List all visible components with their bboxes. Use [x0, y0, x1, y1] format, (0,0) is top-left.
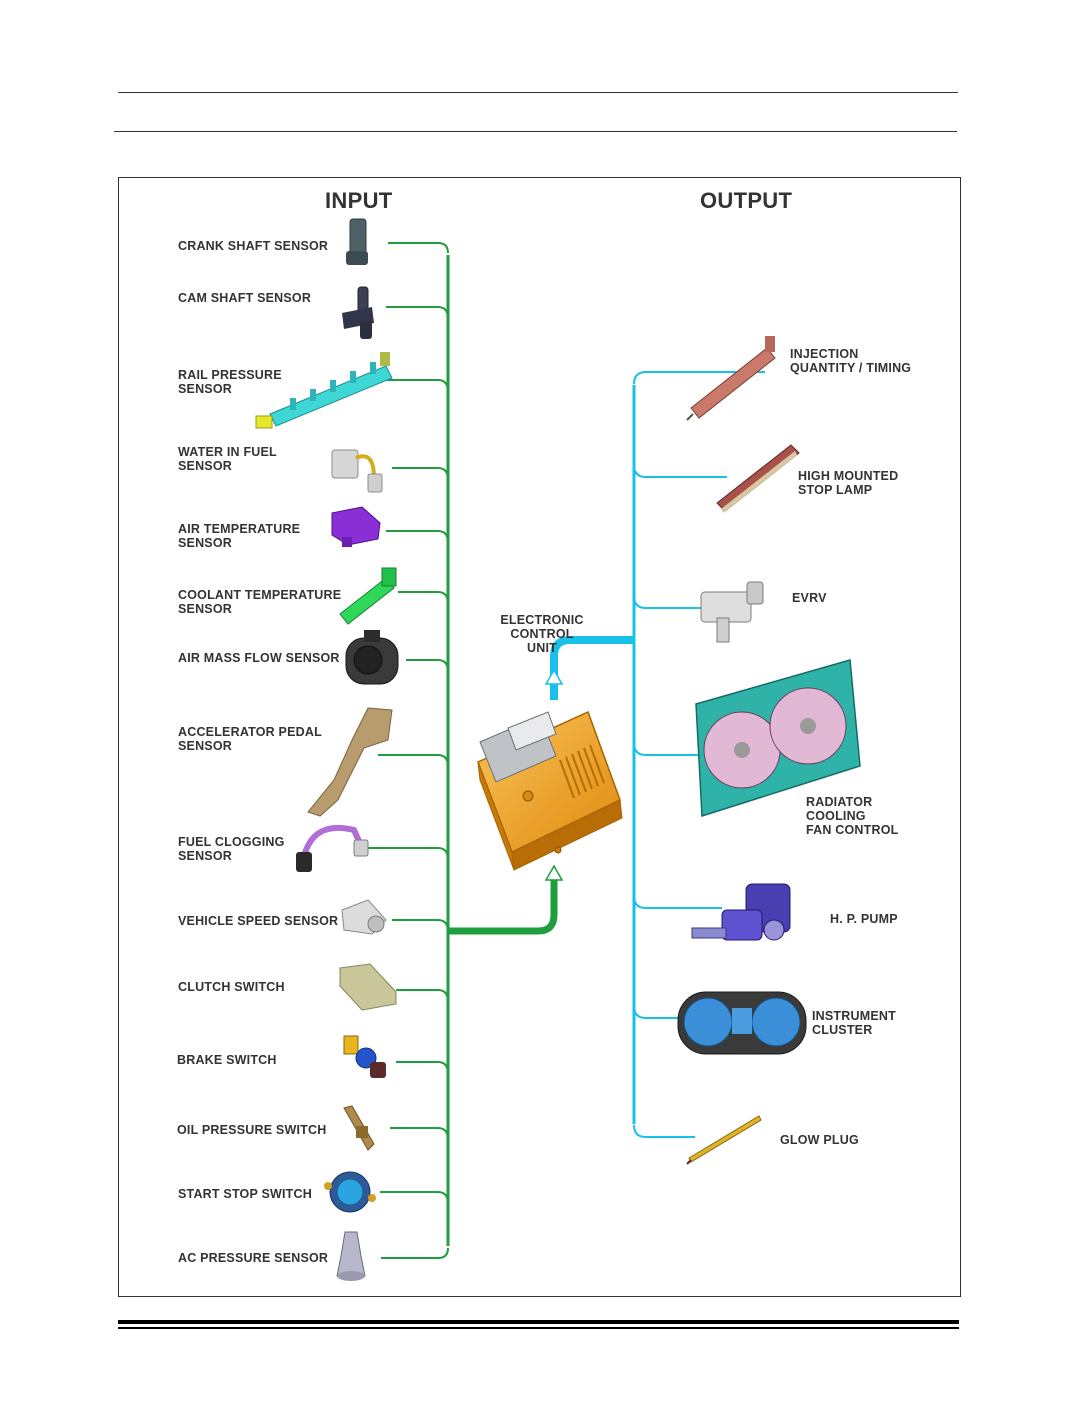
input-label: AIR TEMPERATURE SENSOR	[178, 522, 301, 550]
output-heading: OUTPUT	[700, 188, 793, 213]
crank-shaft-sensor-icon	[346, 218, 368, 265]
input-label: OIL PRESSURE SWITCH	[177, 1123, 327, 1137]
input-line	[406, 659, 449, 673]
output-trunk-line	[550, 636, 634, 700]
output-line	[633, 371, 765, 385]
input-line	[360, 379, 449, 393]
injector-icon	[686, 336, 776, 421]
accelerator-pedal-icon	[307, 707, 393, 817]
evrv-valve-icon	[700, 581, 764, 643]
coolant-temperature-sensor-icon	[339, 567, 397, 625]
air-temperature-sensor-icon	[331, 506, 381, 547]
input-label: COOLANT TEMPERATURE SENSOR	[178, 588, 342, 616]
input-label: BRAKE SWITCH	[177, 1053, 277, 1067]
input-arrow-icon	[544, 864, 564, 881]
output-label: EVRV	[792, 591, 827, 605]
oil-pressure-switch-icon	[343, 1105, 375, 1151]
fuel-clogging-sensor-icon	[296, 824, 369, 872]
output-label: H. P. PUMP	[830, 912, 898, 926]
radiator-fan-icon	[695, 659, 861, 818]
vehicle-speed-sensor-icon	[341, 899, 387, 935]
fuel-rail-icon	[255, 352, 393, 429]
output-line	[633, 1124, 695, 1138]
air-mass-flow-sensor-icon	[345, 630, 399, 685]
start-stop-switch-icon	[324, 1171, 376, 1213]
output-line	[633, 895, 722, 909]
hp-pump-icon	[691, 883, 791, 941]
header-rule-top	[118, 92, 958, 93]
water-in-fuel-sensor-icon	[331, 449, 383, 493]
clutch-switch-icon	[339, 963, 397, 1011]
header-rule-bottom	[114, 131, 957, 132]
input-label: CRANK SHAFT SENSOR	[178, 239, 329, 253]
output-label: INSTRUMENT CLUSTER	[812, 1009, 896, 1037]
output-line	[633, 595, 707, 609]
input-label: VEHICLE SPEED SENSOR	[178, 914, 339, 928]
input-line	[392, 467, 449, 481]
input-trunk-line	[448, 878, 558, 935]
input-label: RAIL PRESSURE SENSOR	[178, 368, 282, 396]
stop-lamp-icon	[716, 444, 800, 513]
output-line	[633, 742, 748, 756]
input-line	[381, 1247, 449, 1259]
instrument-cluster-icon	[677, 991, 807, 1055]
footer-rule-thick	[118, 1320, 959, 1324]
input-label: CLUTCH SWITCH	[178, 980, 285, 994]
input-label: AC PRESSURE SENSOR	[178, 1251, 329, 1265]
brake-switch-icon	[343, 1035, 386, 1078]
input-line	[396, 989, 449, 1003]
output-label: HIGH MOUNTED STOP LAMP	[798, 469, 899, 497]
input-line	[392, 919, 449, 933]
footer-rule-thin	[118, 1327, 959, 1329]
output-label: GLOW PLUG	[780, 1133, 859, 1147]
ecu-label: ELECTRONIC CONTROL UNIT	[500, 613, 584, 655]
input-label: START STOP SWITCH	[178, 1187, 312, 1201]
cam-shaft-sensor-icon	[342, 286, 374, 339]
input-line	[396, 1061, 449, 1075]
input-label: FUEL CLOGGING SENSOR	[178, 835, 285, 863]
input-line	[398, 591, 449, 605]
input-label: ACCELERATOR PEDAL SENSOR	[178, 725, 322, 753]
input-line	[390, 1127, 449, 1141]
input-label: CAM SHAFT SENSOR	[178, 291, 312, 305]
input-line	[380, 1191, 449, 1205]
output-line	[633, 464, 727, 478]
input-line	[386, 530, 449, 544]
input-line	[388, 242, 449, 254]
output-line	[633, 1005, 712, 1019]
input-heading: INPUT	[325, 188, 393, 213]
input-line	[378, 754, 449, 768]
output-label: INJECTION QUANTITY / TIMING	[790, 347, 912, 375]
input-line	[364, 847, 449, 861]
input-label: AIR MASS FLOW SENSOR	[178, 651, 340, 665]
glow-plug-icon	[686, 1115, 762, 1165]
output-arrow-icon	[544, 668, 564, 685]
ecu-module-icon	[477, 710, 623, 871]
input-label: WATER IN FUEL SENSOR	[178, 445, 277, 473]
diagram-frame	[118, 177, 961, 1297]
output-label: RADIATOR COOLING FAN CONTROL	[806, 795, 899, 837]
ac-pressure-sensor-icon	[336, 1231, 366, 1281]
input-line	[386, 306, 449, 320]
